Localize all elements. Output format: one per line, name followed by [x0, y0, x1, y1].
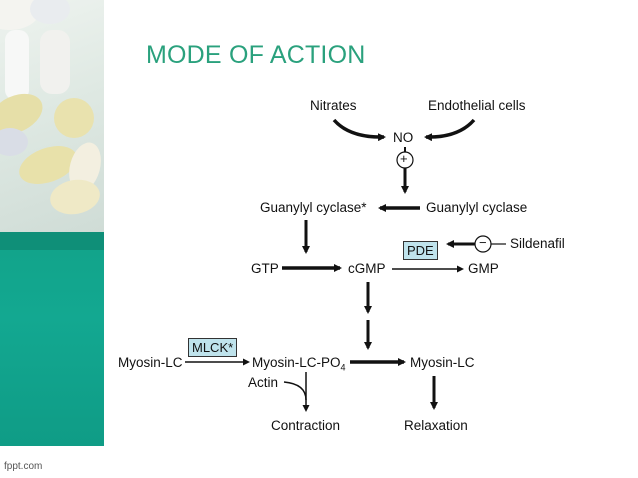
- plus-sign: +: [400, 151, 408, 166]
- label-guanylyl-cyclase: Guanylyl cyclase: [426, 200, 528, 215]
- pde-box: PDE: [403, 241, 438, 260]
- mlck-box: MLCK*: [188, 338, 238, 357]
- label-gmp: GMP: [468, 261, 499, 276]
- label-myosin-lc-left: Myosin-LC: [118, 355, 183, 370]
- arrow-actin-curve: [283, 381, 310, 412]
- label-nitrates: Nitrates: [310, 98, 357, 113]
- minus-sign: −: [479, 235, 487, 250]
- arrow-endothelial-to-no: [424, 118, 476, 142]
- label-relaxation: Relaxation: [404, 418, 468, 433]
- label-guanylyl-cyclase-active: Guanylyl cyclase*: [260, 200, 367, 215]
- label-no: NO: [393, 130, 414, 145]
- label-gtp: GTP: [251, 261, 279, 276]
- label-contraction: Contraction: [271, 418, 341, 433]
- po4-subscript: 4: [340, 362, 346, 373]
- teal-panel: [0, 232, 104, 446]
- label-actin: Actin: [248, 375, 279, 390]
- footer-brand: fppt.com: [4, 461, 43, 472]
- tablets-photo: [0, 0, 104, 232]
- arrow-nitrates-to-no: [332, 118, 386, 142]
- label-myosin-lc-po4: Myosin-LC-PO4: [252, 355, 346, 373]
- slide-title: MODE OF ACTION: [146, 41, 366, 69]
- label-sildenafil: Sildenafil: [510, 236, 565, 251]
- label-myosin-lc-right: Myosin-LC: [410, 355, 475, 370]
- label-endothelial-cells: Endothelial cells: [428, 98, 526, 113]
- label-cgmp: cGMP: [348, 261, 386, 276]
- decorative-side-panel: [0, 0, 104, 446]
